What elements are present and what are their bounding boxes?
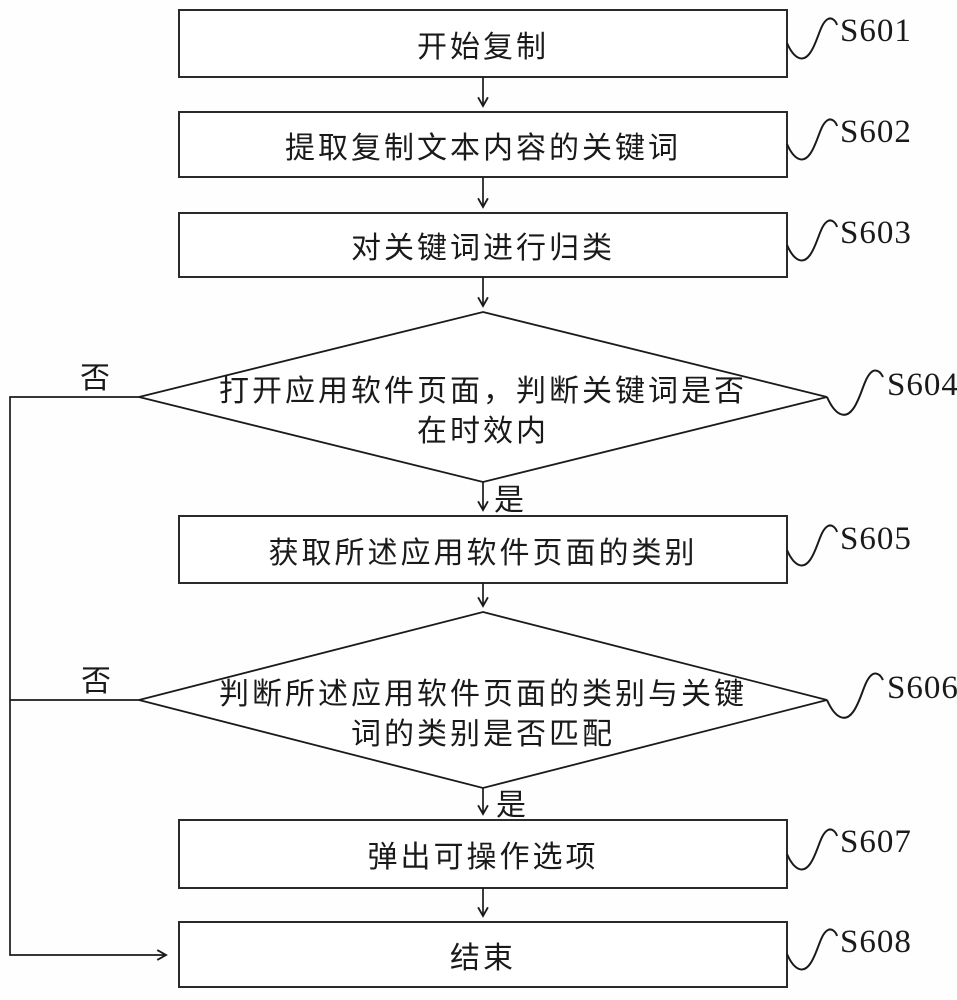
process-box-s605	[178, 515, 788, 584]
branch-label-yes-s604: 是	[494, 484, 524, 517]
ref-squiggle-s602	[786, 118, 838, 161]
process-label-s608: 结束	[450, 941, 516, 975]
no-branch-return-line	[9, 396, 168, 961]
step-ref-s606: S606	[887, 670, 957, 706]
branch-label-no-s604: 否	[80, 362, 110, 395]
branch-label-yes-s606: 是	[496, 789, 526, 822]
ref-squiggle-s606	[826, 672, 884, 719]
ref-squiggle-s603	[786, 219, 838, 262]
step-ref-s605: S605	[840, 521, 912, 557]
process-label-s603: 对关键词进行归类	[351, 232, 615, 265]
ref-squiggle-s604	[826, 369, 884, 416]
ref-squiggle-s607	[786, 828, 838, 871]
process-label-s605: 获取所述应用软件页面的类别	[268, 536, 698, 570]
decision-label-s606-line2: 词的类别是否匹配	[351, 718, 615, 751]
ref-squiggle-s601	[786, 17, 838, 60]
decision-label-s604-line2: 在时效内	[417, 415, 549, 448]
step-ref-s608: S608	[840, 924, 912, 960]
decision-label-s604: 打开应用软件页面，判断关键词是否 在时效内	[173, 372, 793, 452]
process-box-s608	[178, 921, 788, 988]
process-label-s602: 提取复制文本内容的关键词	[285, 131, 681, 165]
step-ref-s607: S607	[840, 824, 912, 860]
decision-label-s606-line1: 判断所述应用软件页面的类别与关键	[219, 678, 747, 711]
ref-squiggle-s605	[786, 524, 838, 567]
process-box-s603	[178, 212, 788, 278]
ref-squiggle-s608	[786, 928, 838, 971]
step-ref-s602: S602	[840, 114, 912, 150]
decision-label-s604-line1: 打开应用软件页面，判断关键词是否	[219, 375, 747, 408]
step-ref-s601: S601	[840, 13, 912, 49]
branch-label-no-s606: 否	[81, 665, 111, 698]
decision-label-s606: 判断所述应用软件页面的类别与关键 词的类别是否匹配	[173, 675, 793, 755]
process-box-s601	[178, 9, 788, 78]
step-ref-s603: S603	[840, 215, 912, 251]
process-label-s601: 开始复制	[417, 30, 549, 64]
step-ref-s604: S604	[887, 367, 957, 403]
process-box-s602	[178, 111, 788, 178]
process-label-s607: 弹出可操作选项	[367, 841, 599, 874]
